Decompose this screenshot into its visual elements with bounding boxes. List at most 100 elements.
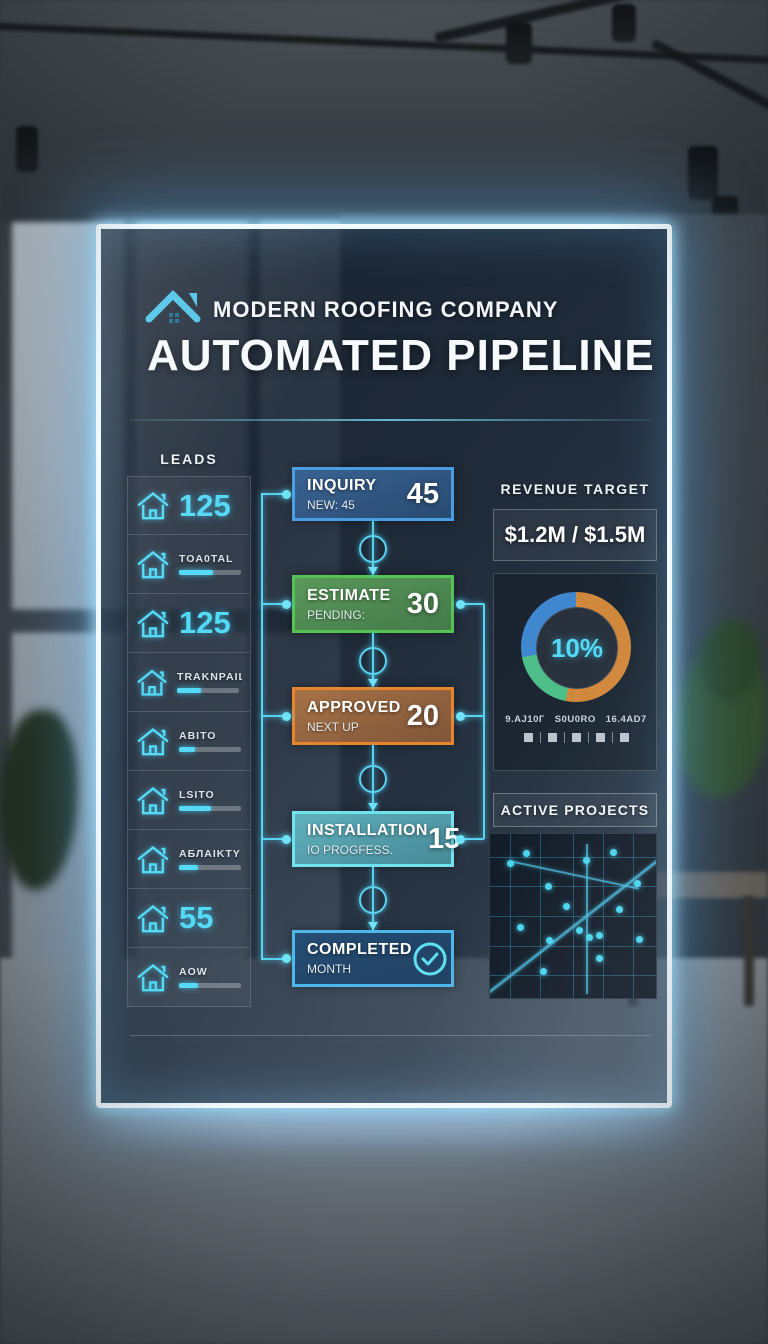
stage-approved[interactable]: APPROVED NEXT UP 20: [292, 687, 454, 745]
lead-item[interactable]: AOW: [127, 948, 251, 1007]
lead-count: 125: [179, 487, 231, 523]
lead-label: ABITO: [179, 730, 217, 742]
stage-value: 15: [427, 822, 461, 855]
lead-item[interactable]: 125: [127, 594, 251, 653]
progress-bar: [179, 983, 241, 988]
stage-flow-circle: [359, 765, 387, 793]
connector-dot: [456, 834, 465, 844]
stage-sub: NEW: 45: [307, 497, 355, 512]
house-icon: [137, 669, 167, 696]
progress-fill: [179, 865, 198, 870]
connector-dot: [456, 599, 465, 609]
lead-item[interactable]: LSITO: [127, 771, 251, 830]
donut-center-label: 10%: [550, 632, 604, 663]
house-icon: [137, 963, 169, 991]
lead-item[interactable]: AБЛAIKTY: [127, 830, 251, 889]
lead-label: LSITO: [179, 789, 215, 801]
map-road: [511, 860, 639, 890]
map-street: [539, 834, 541, 998]
revenue-target-box[interactable]: $1.2M / $1.5M: [493, 509, 657, 561]
progress-bar: [177, 688, 240, 693]
lead-item[interactable]: TOA0TAL: [127, 535, 251, 594]
lead-item[interactable]: 125: [127, 476, 251, 535]
lead-item[interactable]: 55: [127, 889, 251, 948]
stage-sub: NEXT UP: [307, 719, 359, 734]
house-icon: [137, 550, 169, 578]
lead-label: AБЛAIKTY: [179, 848, 241, 860]
stage-completed[interactable]: COMPLETED MONTH: [292, 930, 454, 987]
house-icon: [137, 609, 169, 637]
ceiling: [0, 0, 768, 240]
active-projects-header[interactable]: ACTIVE PROJECTS: [493, 793, 657, 827]
stage-sub: IO PROGFESS.: [307, 842, 394, 857]
header-divider: [130, 419, 650, 421]
track-light: [612, 4, 636, 42]
company-name: MODERN ROOFING COMPANY: [213, 297, 559, 322]
stage-name: ESTIMATE: [307, 586, 391, 604]
projects-map[interactable]: [489, 833, 657, 999]
stage-info: INQUIRY NEW: 45: [307, 477, 377, 512]
legend-mark: [523, 733, 533, 742]
project-location-dot[interactable]: [506, 860, 514, 868]
project-location-dot[interactable]: [634, 879, 642, 887]
connector-dot: [282, 954, 291, 963]
stage-value: 20: [406, 699, 439, 732]
stage-value: 30: [406, 587, 439, 620]
stage-sub: MONTH: [307, 962, 351, 976]
right-connector-stub: [458, 603, 484, 605]
right-connector-line: [483, 604, 485, 839]
project-location-dot[interactable]: [596, 955, 604, 963]
stage-name: APPROVED: [307, 698, 401, 716]
stage-name: INSTALLATION: [307, 821, 428, 839]
legend-item: S0U0RO: [554, 714, 596, 725]
stage-installation[interactable]: INSTALLATION IO PROGFESS. 15: [292, 811, 460, 867]
stage-info: COMPLETED MONTH: [307, 941, 412, 976]
page-title: AUTOMATED PIPELINE: [147, 331, 655, 380]
donut-center: 10%: [536, 607, 618, 689]
project-location-dot[interactable]: [563, 902, 571, 910]
project-location-dot[interactable]: [636, 935, 644, 943]
check-icon: [412, 941, 448, 977]
stage-flow-arrow-icon: [368, 567, 378, 575]
active-projects-label: ACTIVE PROJECTS: [500, 802, 650, 818]
track-light: [688, 146, 718, 200]
project-location-dot[interactable]: [576, 927, 584, 935]
project-location-dot[interactable]: [523, 850, 531, 858]
progress-fill: [179, 570, 214, 575]
project-location-dot[interactable]: [544, 883, 552, 891]
leads-heading: LEADS: [160, 451, 218, 467]
revenue-target-value: $1.2M / $1.5M: [504, 522, 646, 547]
lead-meta: LSITO: [179, 789, 241, 811]
stage-name: INQUIRY: [307, 476, 377, 494]
lead-meta: AOW: [179, 966, 241, 988]
lead-item[interactable]: TRAKNPAIL: [127, 653, 251, 712]
project-location-dot[interactable]: [586, 934, 594, 942]
lead-item[interactable]: ABITO: [127, 712, 251, 771]
table-leg: [744, 896, 754, 1006]
stage-info: INSTALLATION IO PROGFESS.: [307, 822, 428, 857]
track-light: [506, 22, 532, 64]
left-connector-stub: [261, 838, 287, 840]
legend-mark-divider: [587, 732, 589, 743]
project-location-dot[interactable]: [616, 906, 624, 914]
stage-flow-arrow-icon: [368, 679, 378, 687]
project-location-dot[interactable]: [546, 937, 554, 945]
map-street: [573, 834, 574, 998]
house-icon: [137, 786, 169, 814]
project-location-dot[interactable]: [596, 932, 604, 940]
house-icon: [137, 904, 169, 932]
project-location-dot[interactable]: [609, 848, 617, 856]
project-location-dot[interactable]: [539, 968, 547, 976]
stage-name: COMPLETED: [307, 941, 412, 958]
progress-fill: [179, 983, 198, 988]
project-location-dot[interactable]: [516, 924, 524, 932]
legend-mark: [595, 733, 605, 742]
connector-dot: [282, 599, 291, 609]
map-street: [632, 834, 634, 998]
progress-bar: [179, 570, 241, 575]
lead-label: TOA0TAL: [179, 553, 234, 565]
project-location-dot[interactable]: [582, 856, 590, 864]
